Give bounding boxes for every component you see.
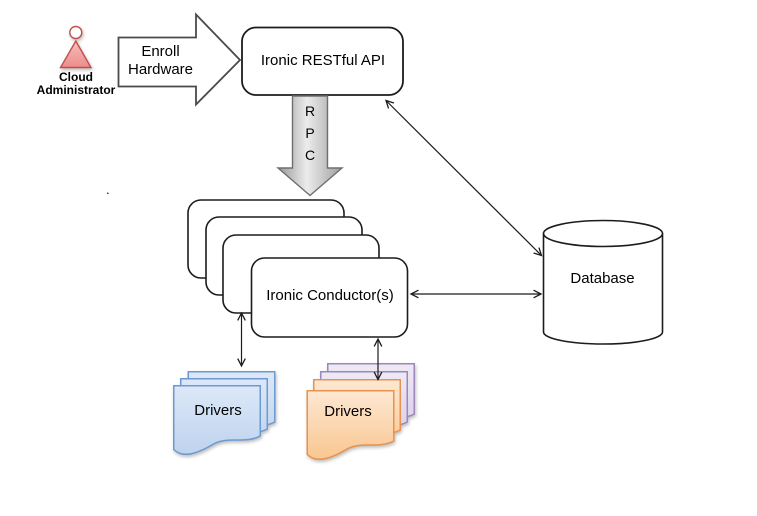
arrow-api-database	[384, 99, 543, 257]
database-top	[542, 219, 664, 248]
rpc-letter-p: P	[305, 125, 315, 141]
person-body-icon	[59, 39, 93, 69]
conductor-stack	[187, 199, 409, 338]
drivers-blue-label: Drivers	[194, 401, 242, 419]
database-cylinder-icon	[542, 219, 664, 345]
blue-sheet-front	[173, 385, 261, 456]
stray-dot-mark: .	[106, 182, 110, 197]
enroll-hardware-block-arrow	[117, 12, 242, 107]
person-head-icon	[69, 25, 83, 40]
api-box-label: Ironic RESTful API	[260, 51, 386, 69]
database-body	[542, 233, 664, 345]
rpc-letter-c: C	[304, 147, 316, 163]
api-box	[241, 26, 404, 96]
cloud-administrator-label-line1: Cloud	[59, 69, 93, 84]
enroll-label-line2: Hardware	[127, 60, 194, 78]
enroll-label-line1: Enroll	[141, 42, 180, 60]
cloud-administrator-label-line2: Administrator	[36, 83, 116, 97]
rpc-block-arrow	[276, 95, 344, 197]
rpc-label: R P C	[296, 100, 324, 166]
orange-sheet-front	[306, 390, 395, 461]
cloud-administrator-icon	[59, 25, 93, 69]
connectors	[237, 99, 543, 381]
conductor-box-front	[250, 257, 409, 338]
enroll-hardware-label: Enroll Hardware	[112, 43, 209, 79]
rpc-letter-r: R	[304, 103, 316, 119]
conductor-box-label: Ironic Conductor(s)	[266, 286, 394, 304]
drivers-orange-label: Drivers	[324, 403, 372, 420]
cloud-administrator-label: Cloud Administrator	[16, 69, 136, 98]
database-label: Database	[570, 269, 635, 287]
